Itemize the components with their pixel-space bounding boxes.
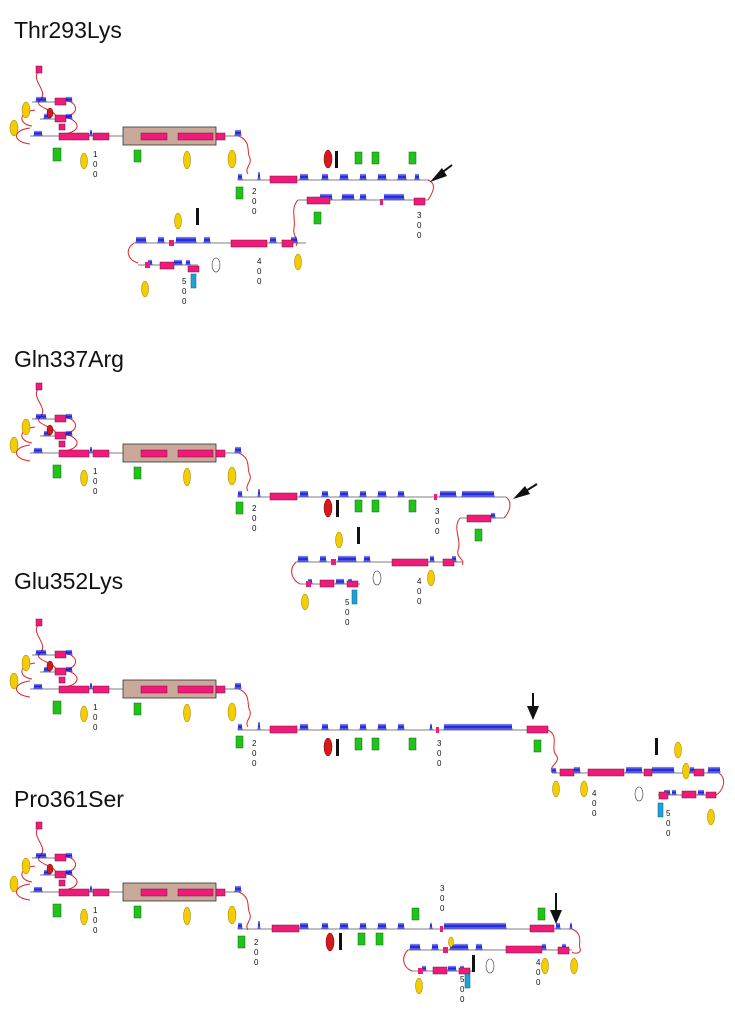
svg-text:0: 0	[257, 277, 262, 286]
svg-text:2: 2	[252, 739, 257, 748]
svg-text:2: 2	[252, 187, 257, 196]
svg-text:0: 0	[252, 207, 257, 216]
svg-text:0: 0	[252, 514, 257, 523]
svg-text:0: 0	[182, 287, 187, 296]
svg-text:5: 5	[666, 809, 671, 818]
svg-text:2: 2	[254, 938, 259, 947]
panel-pro361ser: Pro361Ser 100 200 300 400 500	[9, 786, 581, 1004]
svg-text:0: 0	[254, 958, 259, 967]
svg-text:1: 1	[93, 467, 98, 476]
svg-text:5: 5	[182, 277, 187, 286]
svg-text:3: 3	[435, 507, 440, 516]
svg-text:0: 0	[440, 894, 445, 903]
svg-text:0: 0	[666, 829, 671, 838]
svg-text:0: 0	[666, 819, 671, 828]
svg-text:1: 1	[93, 703, 98, 712]
svg-text:0: 0	[254, 948, 259, 957]
panel-title: Glu352Lys	[14, 568, 123, 594]
svg-text:3: 3	[440, 884, 445, 893]
svg-text:0: 0	[252, 197, 257, 206]
svg-text:0: 0	[93, 477, 98, 486]
panel-glu352lys: Glu352Lys 100 200 300 400 500	[9, 568, 725, 838]
svg-text:1: 1	[93, 150, 98, 159]
svg-text:0: 0	[417, 221, 422, 230]
svg-text:4: 4	[257, 257, 262, 266]
svg-text:0: 0	[93, 723, 98, 732]
panel-gln337arg: Gln337Arg 100 200 300 400 500	[9, 346, 538, 627]
svg-text:0: 0	[345, 618, 350, 627]
svg-text:3: 3	[437, 739, 442, 748]
svg-text:0: 0	[592, 809, 597, 818]
svg-text:0: 0	[592, 799, 597, 808]
svg-text:5: 5	[460, 975, 465, 984]
svg-text:0: 0	[345, 608, 350, 617]
svg-text:0: 0	[257, 267, 262, 276]
svg-text:0: 0	[93, 160, 98, 169]
svg-text:0: 0	[440, 904, 445, 913]
svg-text:0: 0	[93, 916, 98, 925]
svg-text:5: 5	[345, 598, 350, 607]
panel-title: Gln337Arg	[14, 346, 124, 372]
svg-text:4: 4	[417, 577, 422, 586]
svg-text:4: 4	[592, 789, 597, 798]
svg-text:0: 0	[435, 517, 440, 526]
svg-text:0: 0	[417, 597, 422, 606]
svg-text:0: 0	[437, 749, 442, 758]
svg-text:1: 1	[93, 906, 98, 915]
svg-text:0: 0	[252, 524, 257, 533]
panel-title: Thr293Lys	[14, 17, 122, 43]
svg-text:0: 0	[536, 968, 541, 977]
svg-text:2: 2	[252, 504, 257, 513]
svg-text:0: 0	[252, 759, 257, 768]
svg-text:0: 0	[252, 749, 257, 758]
panel-thr293lys: Thr293Lys 100 200 300 400 500	[9, 17, 453, 306]
svg-text:3: 3	[417, 211, 422, 220]
panel-title: Pro361Ser	[14, 786, 124, 812]
svg-text:4: 4	[536, 958, 541, 967]
svg-text:0: 0	[417, 587, 422, 596]
svg-text:0: 0	[93, 926, 98, 935]
svg-text:0: 0	[435, 527, 440, 536]
svg-text:0: 0	[93, 487, 98, 496]
svg-text:0: 0	[417, 231, 422, 240]
svg-text:0: 0	[93, 170, 98, 179]
svg-text:0: 0	[536, 978, 541, 987]
svg-text:0: 0	[182, 297, 187, 306]
svg-text:0: 0	[460, 985, 465, 994]
svg-text:0: 0	[93, 713, 98, 722]
svg-text:0: 0	[437, 759, 442, 768]
svg-text:0: 0	[460, 995, 465, 1004]
